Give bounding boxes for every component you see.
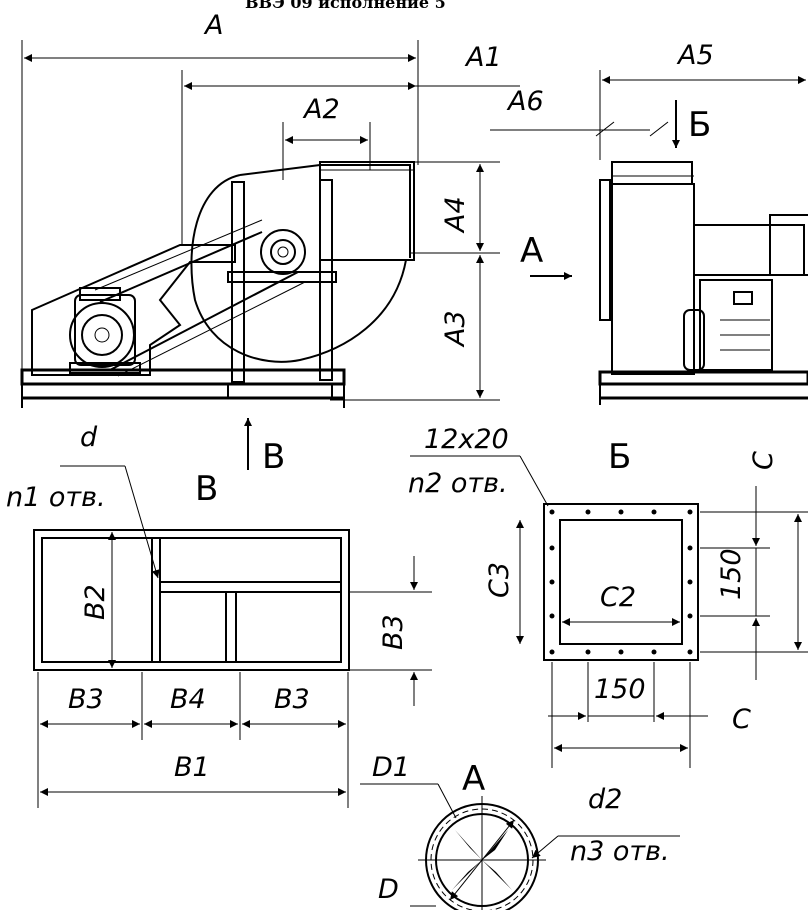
base-frame xyxy=(20,368,346,386)
motor-pulley xyxy=(69,302,135,368)
label-A5: A5 xyxy=(676,40,714,71)
label-A: A xyxy=(203,10,223,41)
view-V: В d n1 отв. B2 B3 B3 B4 B3 B1 xyxy=(6,422,432,808)
label-A6: A6 xyxy=(506,86,544,117)
label-D1: D1 xyxy=(372,752,410,783)
view-A: А D1 d2 n3 отв. D xyxy=(360,752,680,910)
label-A2: A2 xyxy=(302,94,340,125)
side-view: A A1 A2 A6 A4 A3 А xyxy=(20,10,650,477)
label-B3-left: B3 xyxy=(68,684,104,715)
label-C-right: C xyxy=(748,451,779,470)
label-A4: A4 xyxy=(440,196,471,234)
view-B-title: Б xyxy=(608,437,631,477)
label-B3-right: B3 xyxy=(274,684,310,715)
fan-outlet xyxy=(319,161,415,261)
label-n3: n3 отв. xyxy=(570,836,670,867)
front-view: A5 Б xyxy=(595,40,808,405)
label-view-arrow-A: А xyxy=(520,231,543,271)
drawing-header: ВВЭ 09 исполнение 5 xyxy=(245,0,446,12)
belt-guard xyxy=(31,244,236,376)
label-C-bottom: C xyxy=(732,704,751,735)
flange-holes xyxy=(549,509,693,655)
label-D: D xyxy=(378,874,399,905)
fan-pulley xyxy=(260,229,306,275)
view-B: Б 12x20 n2 отв. C3 C2 150 xyxy=(408,424,808,768)
belt-lower xyxy=(109,271,299,371)
label-C2: C2 xyxy=(600,582,636,613)
motor-body xyxy=(74,294,136,366)
flange-outline xyxy=(543,503,699,661)
label-view-arrow-V: В xyxy=(262,437,285,477)
label-A3: A3 xyxy=(440,310,471,348)
label-B3-side: B3 xyxy=(378,614,409,650)
label-view-arrow-B: Б xyxy=(688,105,711,145)
label-hole-size: 12x20 xyxy=(424,424,509,455)
label-A1: A1 xyxy=(464,42,502,73)
label-n2: n2 отв. xyxy=(408,468,508,499)
motor-front xyxy=(699,279,773,371)
belt-upper xyxy=(99,231,263,303)
fan-scroll-housing xyxy=(190,174,407,363)
label-C3: C3 xyxy=(484,562,515,598)
view-A-title: А xyxy=(462,759,485,799)
label-B2: B2 xyxy=(80,584,111,620)
fan-housing-front xyxy=(611,183,695,375)
outlet-flange xyxy=(611,161,693,185)
label-150-vertical: 150 xyxy=(716,548,747,600)
label-B4: B4 xyxy=(170,684,206,715)
view-V-title: В xyxy=(195,469,218,509)
label-d: d xyxy=(80,422,98,453)
label-n1: n1 отв. xyxy=(6,482,106,513)
label-d2: d2 xyxy=(588,784,622,815)
label-150-horizontal: 150 xyxy=(594,674,646,705)
base-plan-outline xyxy=(33,529,350,671)
label-B1: B1 xyxy=(174,752,210,783)
